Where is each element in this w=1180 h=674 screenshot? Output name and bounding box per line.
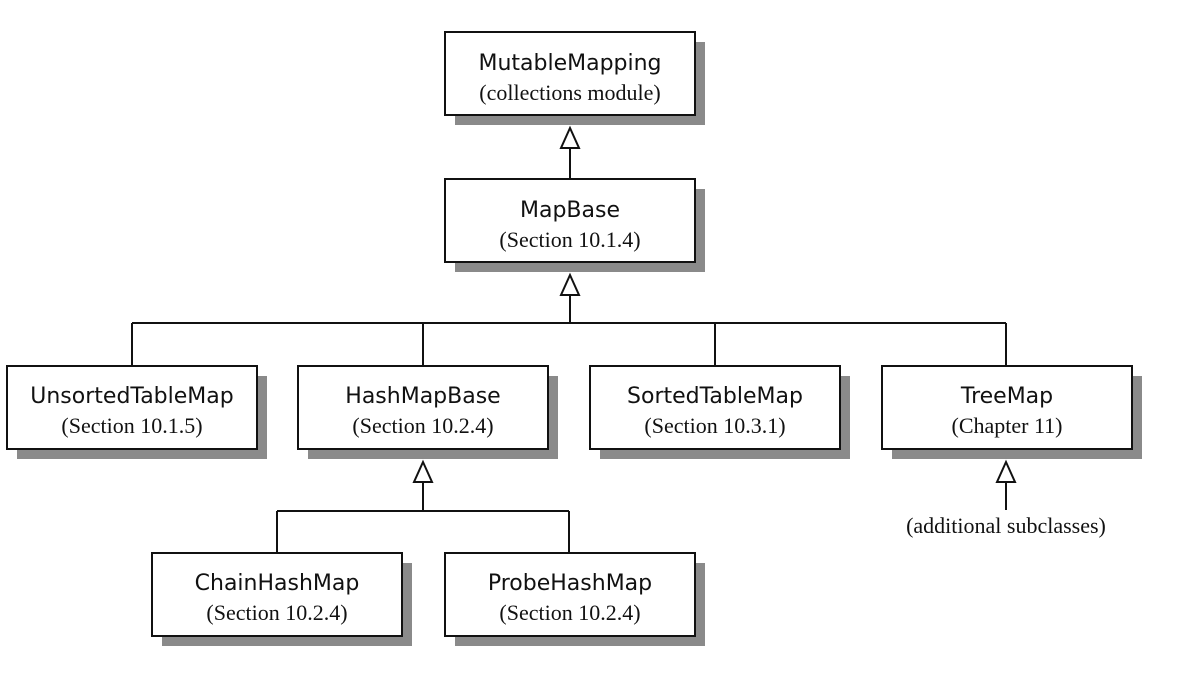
additional-subclasses-label: (additional subclasses) [906,513,1106,538]
node-treemap: TreeMap (Chapter 11) [881,365,1142,459]
node-name: SortedTableMap [627,384,803,409]
box [881,365,1133,450]
node-subtitle: (collections module) [479,80,660,105]
node-mutablemapping: MutableMapping (collections module) [444,31,705,125]
node-subtitle: (Section 10.1.4) [499,227,640,252]
inheritance-arrow-mutablemapping [559,125,581,149]
node-name: TreeMap [960,384,1053,409]
inheritance-arrow-treemap [995,459,1017,483]
node-hashmapbase: HashMapBase (Section 10.2.4) [297,365,558,459]
inheritance-arrow-mapbase [559,272,581,296]
node-subtitle: (Section 10.2.4) [206,600,347,625]
node-subtitle: (Section 10.3.1) [644,413,785,438]
box [444,31,696,116]
node-name: MutableMapping [478,51,661,76]
node-unsortedtablemap: UnsortedTableMap (Section 10.1.5) [6,365,267,459]
box [444,552,696,637]
connectors [131,125,1017,552]
node-sortedtablemap: SortedTableMap (Section 10.3.1) [589,365,850,459]
box [151,552,403,637]
box [444,178,696,263]
node-chainhashmap: ChainHashMap (Section 10.2.4) [151,552,412,646]
node-probehashmap: ProbeHashMap (Section 10.2.4) [444,552,705,646]
node-mapbase: MapBase (Section 10.1.4) [444,178,705,272]
node-subtitle: (Section 10.2.4) [499,600,640,625]
node-name: HashMapBase [345,384,500,409]
node-name: ProbeHashMap [488,571,652,596]
node-name: UnsortedTableMap [30,384,233,409]
box [6,365,258,450]
inheritance-arrow-hashmapbase [412,459,434,483]
box [297,365,549,450]
node-subtitle: (Section 10.1.5) [61,413,202,438]
box [589,365,841,450]
node-subtitle: (Section 10.2.4) [352,413,493,438]
node-subtitle: (Chapter 11) [952,413,1063,438]
node-name: MapBase [520,198,620,223]
node-name: ChainHashMap [195,571,360,596]
